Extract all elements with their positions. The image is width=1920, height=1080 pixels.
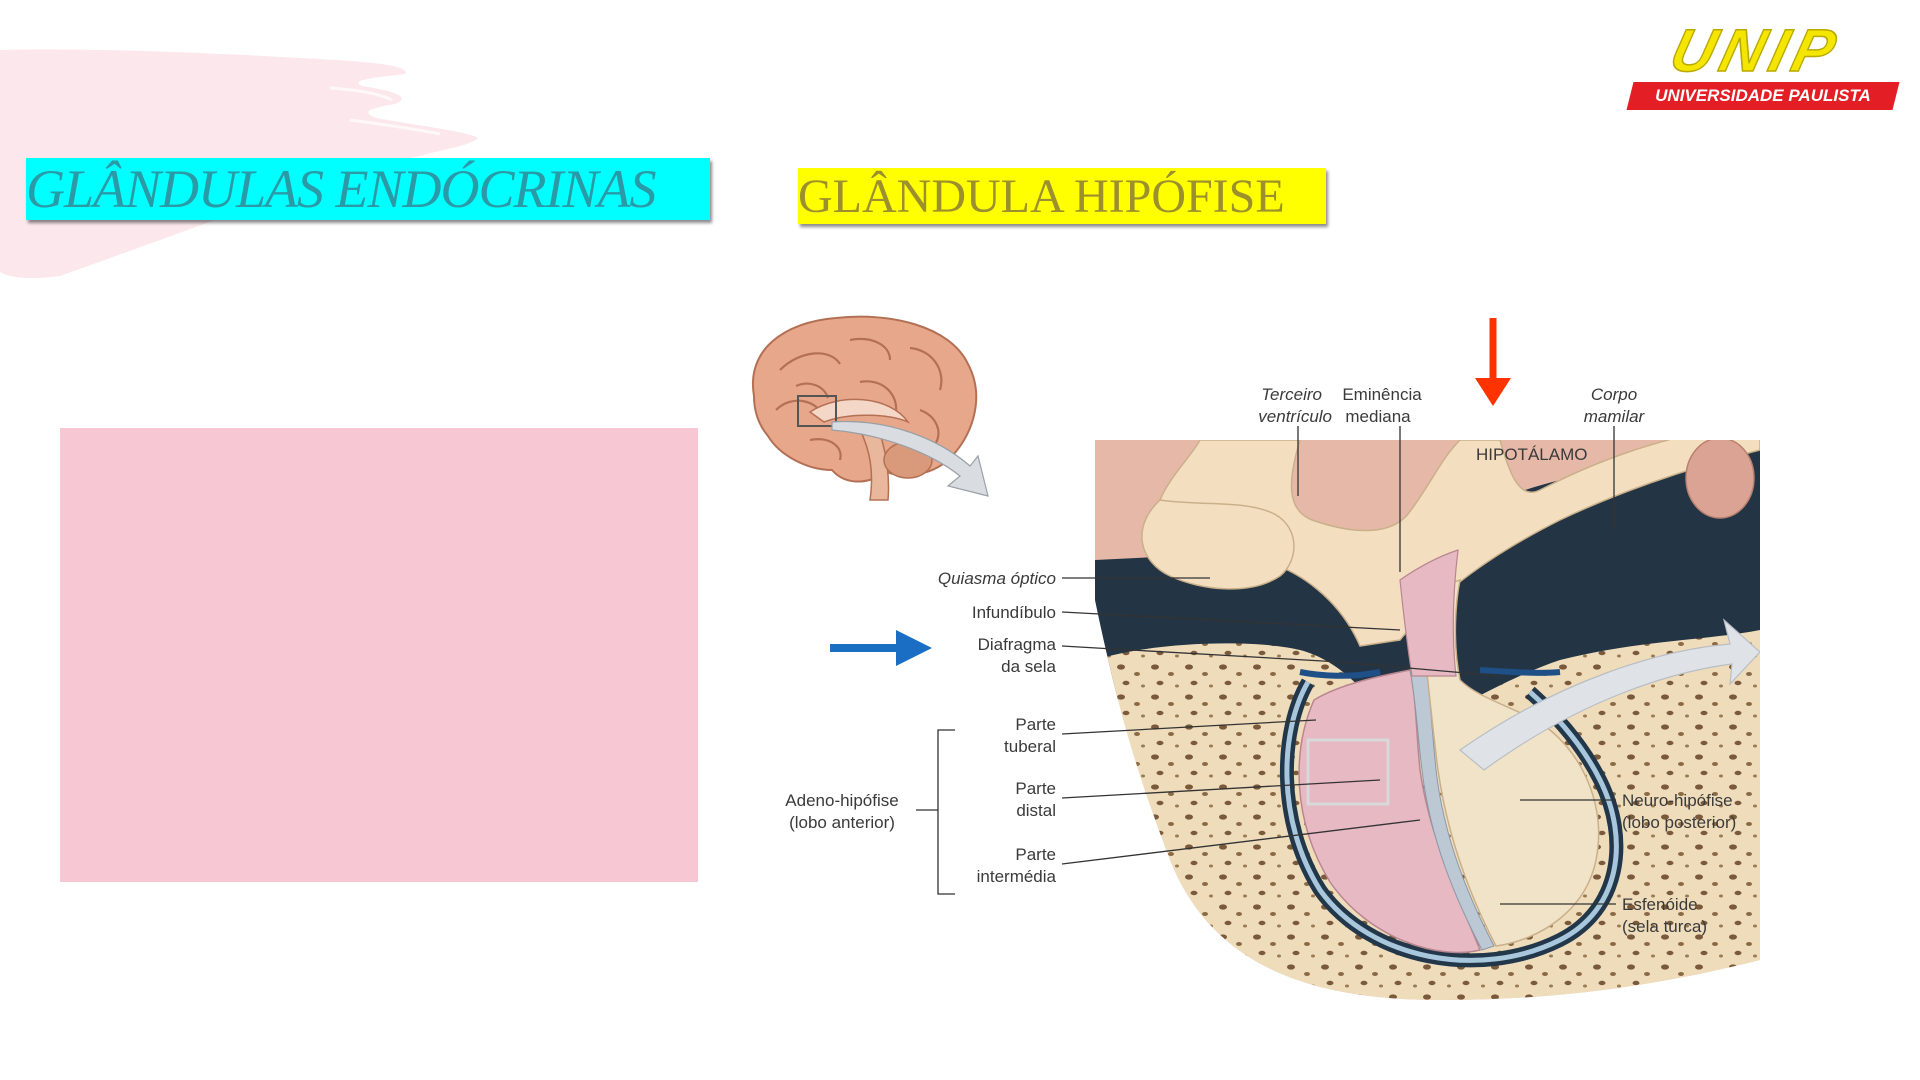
expand-arrow-icon (1459, 618, 1760, 771)
label-corpo-1: Corpo (1591, 385, 1637, 404)
label-intermedia-2: intermédia (977, 867, 1057, 886)
label-distal-2: distal (1016, 801, 1056, 820)
label-terceiro-2: ventrículo (1258, 407, 1332, 426)
label-terceiro-1: Terceiro (1261, 385, 1322, 404)
label-neuro-2: (lobo posterior) (1622, 813, 1736, 832)
label-neuro-1: Neuro-hipófise (1622, 791, 1733, 810)
label-intermedia-1: Parte (1015, 845, 1056, 864)
label-infundibulo: Infundíbulo (972, 603, 1056, 622)
unip-logo: UNIP UNIVERSIDADE PAULISTA (1616, 16, 1900, 116)
label-adeno-2: (lobo anterior) (789, 813, 895, 832)
label-corpo-2: mamilar (1584, 407, 1646, 426)
blue-arrow-icon (830, 630, 932, 666)
label-esfenoide-2: (sela turca) (1622, 917, 1707, 936)
brain-illustration (751, 315, 989, 501)
pink-content-box (60, 428, 698, 882)
section-title: GLÂNDULA HIPÓFISE (798, 168, 1326, 224)
logo-subtitle: UNIVERSIDADE PAULISTA (1655, 86, 1871, 105)
label-tuberal-1: Parte (1015, 715, 1056, 734)
label-quiasma: Quiasma óptico (938, 569, 1056, 588)
page-title: GLÂNDULAS ENDÓCRINAS (26, 158, 710, 220)
label-eminencia-2: mediana (1345, 407, 1411, 426)
label-eminencia-1: Eminência (1342, 385, 1422, 404)
label-esfenoide-1: Esfenóide (1622, 895, 1698, 914)
label-hipotalamo: HIPOTÁLAMO (1476, 445, 1587, 464)
label-diafragma-2: da sela (1001, 657, 1056, 676)
logo-wordmark: UNIP (1663, 16, 1849, 85)
pink-brush-decoration (0, 49, 478, 279)
pituitary-diagram: Terceiro ventrículo Eminência mediana Co… (751, 315, 1760, 1000)
label-diafragma-1: Diafragma (978, 635, 1057, 654)
label-distal-1: Parte (1015, 779, 1056, 798)
red-arrow-icon (1475, 318, 1511, 406)
label-tuberal-2: tuberal (1004, 737, 1056, 756)
label-adeno-1: Adeno-hipófise (785, 791, 898, 810)
pituitary-scene (1095, 440, 1760, 1000)
